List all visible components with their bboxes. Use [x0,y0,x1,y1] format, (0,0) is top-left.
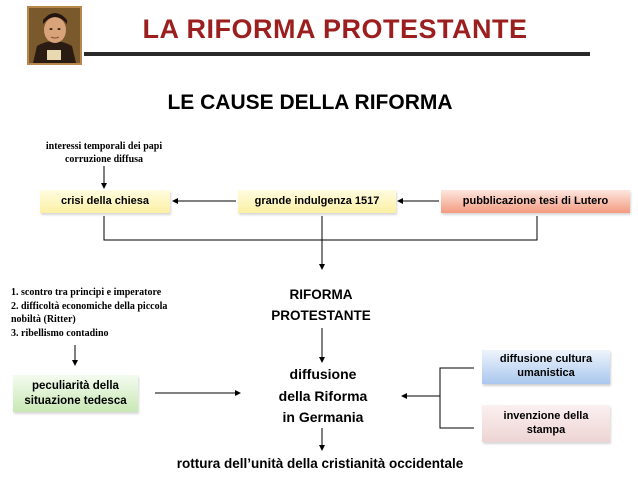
node-line: RIFORMA [289,287,353,302]
node-line: PROTESTANTE [271,307,371,323]
join-bracket [103,216,538,241]
cause-line: corruzione diffusa [64,154,144,165]
node-line: diffusione [289,366,357,382]
rottura-unita-node: rottura dell’unità della cristianità occ… [176,456,464,471]
box-line: peculiarità della [32,380,119,393]
riforma-protestante-node: RIFORMA PROTESTANTE [248,285,394,327]
box-line: invenzione della [503,409,589,422]
tesi-lutero-box: pubblicazione tesi di Lutero [441,190,630,213]
indulgenza-box: grande indulgenza 1517 [238,190,396,213]
diffusione-germania-node: diffusione della Riforma in Germania [250,364,396,429]
cause-item: 2. difficoltà economiche della piccola [11,300,168,312]
portrait-of-luther-icon [27,6,82,65]
right-bracket [439,367,474,429]
church-causes-text: interessi temporali dei papi corruzione … [33,140,175,166]
title-underline [84,52,590,56]
section-subtitle: LE CAUSE DELLA RIFORMA [167,91,453,114]
node-line: in Germania [282,409,364,426]
crisi-chiesa-box: crisi della chiesa [40,190,170,213]
cause-line: interessi temporali dei papi [45,141,163,152]
cultura-umanistica-box: diffusione cultura umanistica [482,350,610,384]
peculiarita-tedesca-box: peculiarità della situazione tedesca [13,375,138,412]
cause-item: 3. ribellismo contadino [11,327,109,339]
box-line: umanistica [517,367,575,379]
cause-item: 1. scontro tra principi e imperatore [11,287,162,298]
box-line: stampa [526,423,566,436]
box-line: situazione tedesca [24,394,127,407]
invenzione-stampa-box: invenzione della stampa [482,405,610,442]
german-causes-list: 1. scontro tra principi e imperatore 2. … [11,286,209,340]
box-line: diffusione cultura [499,353,593,366]
node-line: della Riforma [278,387,368,404]
cause-item: nobiltà (Ritter) [11,314,76,325]
page-title: LA RIFORMA PROTESTANTE [142,14,528,44]
